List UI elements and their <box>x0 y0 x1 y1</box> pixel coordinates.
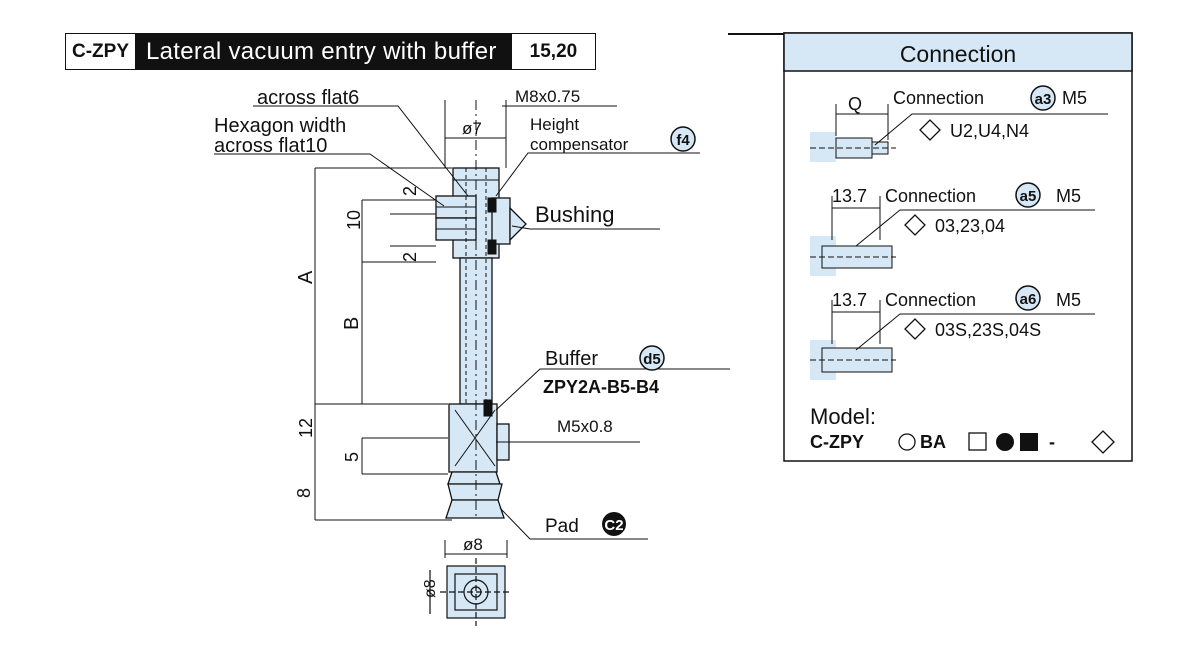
filled-square-icon <box>1020 433 1038 451</box>
dim-8: 8 <box>294 488 314 498</box>
dim-10: 10 <box>344 210 364 230</box>
label-dia8-side: ø8 <box>422 579 439 598</box>
a5-dim: 13.7 <box>832 186 867 206</box>
model-dash: - <box>1049 432 1055 452</box>
label-across-flat6: across flat6 <box>257 87 359 109</box>
connection-title: Connection <box>900 41 1016 67</box>
dim-B: B <box>341 317 363 330</box>
connection-item-a5: 13.7 Connection a5 M5 03,23,04 <box>810 182 1095 276</box>
code-f4: f4 <box>676 132 690 149</box>
label-hexagon-width: Hexagon width <box>214 115 346 137</box>
page-title: Lateral vacuum entry with buffer <box>136 33 511 70</box>
bottom-view <box>429 558 512 626</box>
dim-2-top: 2 <box>400 186 420 196</box>
code-badge-c2: C2 <box>602 512 626 536</box>
diamond-icon <box>1091 430 1115 454</box>
a3-label: Connection <box>893 88 984 108</box>
a5-code: a5 <box>1020 188 1037 205</box>
model-code: C-ZPY <box>65 33 136 70</box>
diamond-icon <box>904 214 926 236</box>
a6-code: a6 <box>1020 291 1037 308</box>
size-codes: 15,20 <box>510 33 597 70</box>
label-buffer-part: ZPY2A-B5-B4 <box>543 377 659 397</box>
dim-2-bottom: 2 <box>400 252 420 262</box>
open-circle-icon <box>898 433 916 451</box>
diamond-icon <box>919 119 941 141</box>
dim-5: 5 <box>342 452 362 462</box>
dim-A: A <box>295 270 317 284</box>
model-prefix: C-ZPY <box>810 432 864 452</box>
label-buffer: Buffer <box>545 348 598 370</box>
a3-code: a3 <box>1035 91 1052 108</box>
model-code-block: Model: C-ZPY BA - <box>810 404 1115 454</box>
a5-label: Connection <box>885 186 976 206</box>
label-height-line2: compensator <box>530 135 629 154</box>
title-bar: C-ZPY Lateral vacuum entry with buffer 1… <box>65 33 597 70</box>
model-ba: BA <box>920 432 946 452</box>
label-across-flat10: across flat10 <box>214 135 327 157</box>
label-dia7: ø7 <box>462 119 482 138</box>
a6-label: Connection <box>885 290 976 310</box>
a6-thread: M5 <box>1056 290 1081 310</box>
dimension-lines <box>314 100 508 558</box>
a6-options: 03S,23S,04S <box>935 320 1041 340</box>
label-height-line1: Height <box>530 115 579 134</box>
code-c2: C2 <box>604 517 623 534</box>
header-rule <box>728 33 784 35</box>
connection-item-a3: Q Connection a3 M5 U2,U4,N4 <box>810 85 1108 162</box>
code-badge-d5: d5 <box>639 345 665 371</box>
label-dia8-top: ø8 <box>463 535 483 554</box>
label-bushing: Bushing <box>535 202 615 227</box>
model-label: Model: <box>810 404 876 429</box>
label-thread-top: M8x0.75 <box>515 87 580 106</box>
filled-circle-icon <box>996 433 1014 451</box>
label-pad: Pad <box>545 516 579 537</box>
part-body <box>435 167 527 519</box>
connection-item-a6: 13.7 Connection a6 M5 03S,23S,04S <box>810 285 1095 380</box>
part-details <box>436 100 499 520</box>
a3-options: U2,U4,N4 <box>950 121 1029 141</box>
dim-12: 12 <box>296 418 316 438</box>
label-thread-side: M5x0.8 <box>557 417 613 436</box>
code-badge-f4: f4 <box>670 126 696 152</box>
a6-dim: 13.7 <box>832 290 867 310</box>
a3-thread: M5 <box>1062 88 1087 108</box>
a3-dim: Q <box>848 94 862 114</box>
diamond-icon <box>904 318 926 340</box>
code-d5: d5 <box>643 351 661 368</box>
a5-thread: M5 <box>1056 186 1081 206</box>
leader-lines <box>214 105 730 540</box>
a5-options: 03,23,04 <box>935 216 1005 236</box>
open-square-icon <box>968 432 987 451</box>
